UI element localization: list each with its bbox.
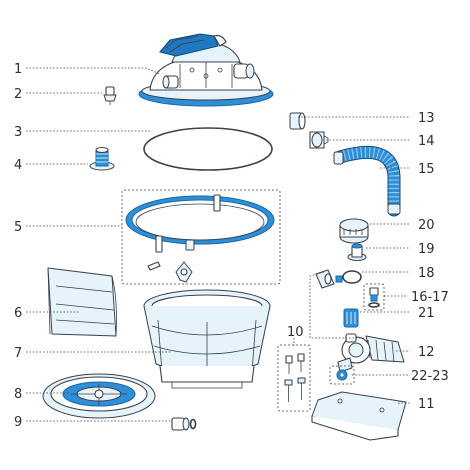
part-18-union-o-ring bbox=[315, 269, 362, 289]
label-part-9: 9 bbox=[14, 415, 22, 430]
part-5-clamp-ring-set bbox=[121, 189, 281, 285]
part-15-hose bbox=[333, 145, 401, 217]
label-part-13: 13 bbox=[418, 111, 435, 126]
part-6-lateral-screen bbox=[47, 267, 117, 337]
part-10-bolt-set bbox=[277, 344, 311, 412]
part-14-hose-clamp bbox=[309, 131, 329, 149]
right-part-numbers: 11 12 13 14 15 16-17 18 19 20 21 22-23 bbox=[411, 111, 449, 412]
part-4-diffuser-nozzle bbox=[89, 146, 115, 171]
part-8-base-plate bbox=[42, 373, 156, 419]
part-16-17-fittings bbox=[363, 283, 385, 311]
label-part-18: 18 bbox=[418, 266, 435, 281]
label-part-14: 14 bbox=[418, 134, 435, 149]
label-part-2: 2 bbox=[14, 87, 22, 102]
left-part-numbers: 1 2 3 4 5 6 7 8 9 10 bbox=[14, 62, 304, 430]
label-part-16-17: 16-17 bbox=[411, 290, 449, 305]
label-part-21: 21 bbox=[418, 306, 435, 321]
label-part-10: 10 bbox=[287, 325, 304, 340]
label-part-3: 3 bbox=[14, 125, 22, 140]
part-20-strainer-lid bbox=[339, 218, 369, 244]
label-part-11: 11 bbox=[418, 397, 435, 412]
label-part-19: 19 bbox=[418, 242, 435, 257]
label-part-4: 4 bbox=[14, 158, 22, 173]
leader-lines bbox=[26, 67, 410, 422]
label-part-12: 12 bbox=[418, 345, 435, 360]
label-part-6: 6 bbox=[14, 306, 22, 321]
part-3-large-o-ring bbox=[143, 127, 273, 171]
part-11-pump-base bbox=[311, 391, 407, 441]
label-part-22-23: 22-23 bbox=[411, 369, 449, 384]
part-13-hose-fitting bbox=[289, 112, 306, 130]
label-part-7: 7 bbox=[14, 346, 22, 361]
label-part-20: 20 bbox=[418, 218, 435, 233]
part-21-strainer-basket bbox=[343, 308, 359, 328]
label-part-15: 15 bbox=[418, 162, 435, 177]
part-12-pump-motor bbox=[337, 333, 405, 373]
part-19-valve-stem bbox=[347, 243, 367, 261]
part-1-multiport-valve bbox=[138, 33, 274, 107]
part-9-drain-plug bbox=[171, 417, 197, 431]
label-part-8: 8 bbox=[14, 387, 22, 402]
part-22-23-gasket bbox=[329, 365, 355, 385]
label-part-1: 1 bbox=[14, 62, 22, 77]
part-2-pressure-gauge bbox=[103, 86, 117, 105]
part-7-tank-body bbox=[143, 289, 271, 389]
label-part-5: 5 bbox=[14, 220, 22, 235]
